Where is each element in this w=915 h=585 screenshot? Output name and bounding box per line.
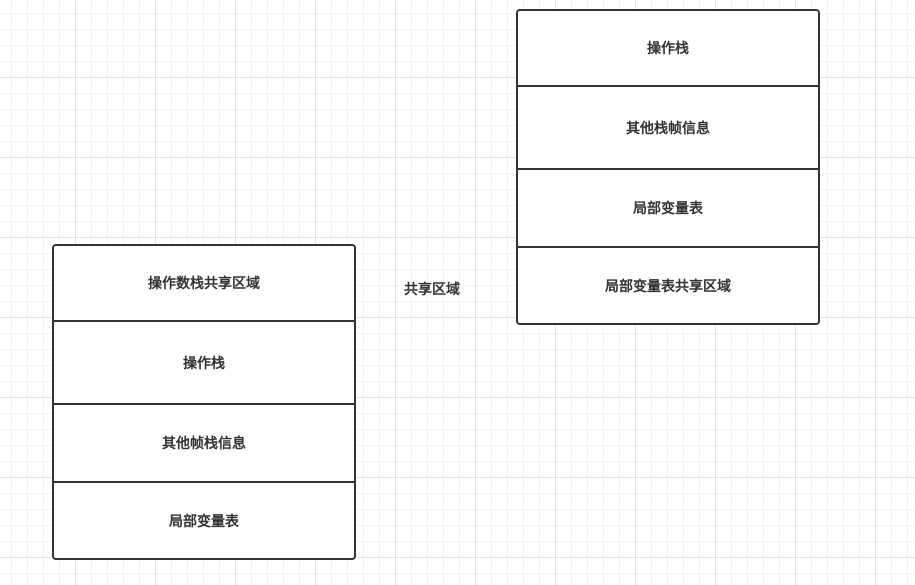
shared-region-label: 共享区域 — [404, 282, 460, 298]
left-stack-operand-stack-label: 操作栈 — [183, 355, 225, 372]
left-stack-other-frame-info-label: 其他帧栈信息 — [162, 436, 246, 452]
right-stack-frame: 操作栈 其他栈帧信息 局部变量表 局部变量表共享区域 — [516, 9, 820, 325]
right-stack-operand-stack-label: 操作栈 — [647, 41, 689, 57]
left-stack-frame: 操作数栈共享区域 操作栈 其他帧栈信息 局部变量表 — [52, 244, 356, 560]
right-stack-local-variable-table-label: 局部变量表 — [633, 201, 703, 217]
right-stack-local-variable-shared-cell: 局部变量表共享区域 — [518, 246, 818, 323]
right-stack-other-frame-info-cell: 其他栈帧信息 — [518, 85, 818, 168]
right-stack-operand-stack-cell: 操作栈 — [518, 11, 818, 85]
left-stack-local-variable-table-label: 局部变量表 — [169, 513, 239, 530]
right-stack-local-variable-shared-label: 局部变量表共享区域 — [605, 278, 731, 295]
left-stack-operand-stack-cell: 操作栈 — [54, 320, 354, 403]
left-stack-local-variable-table-cell: 局部变量表 — [54, 481, 354, 558]
left-stack-other-frame-info-cell: 其他帧栈信息 — [54, 403, 354, 481]
right-stack-local-variable-table-cell: 局部变量表 — [518, 168, 818, 246]
left-stack-operand-shared-cell: 操作数栈共享区域 — [54, 246, 354, 320]
left-stack-operand-shared-label: 操作数栈共享区域 — [148, 276, 260, 292]
right-stack-other-frame-info-label: 其他栈帧信息 — [626, 120, 710, 137]
